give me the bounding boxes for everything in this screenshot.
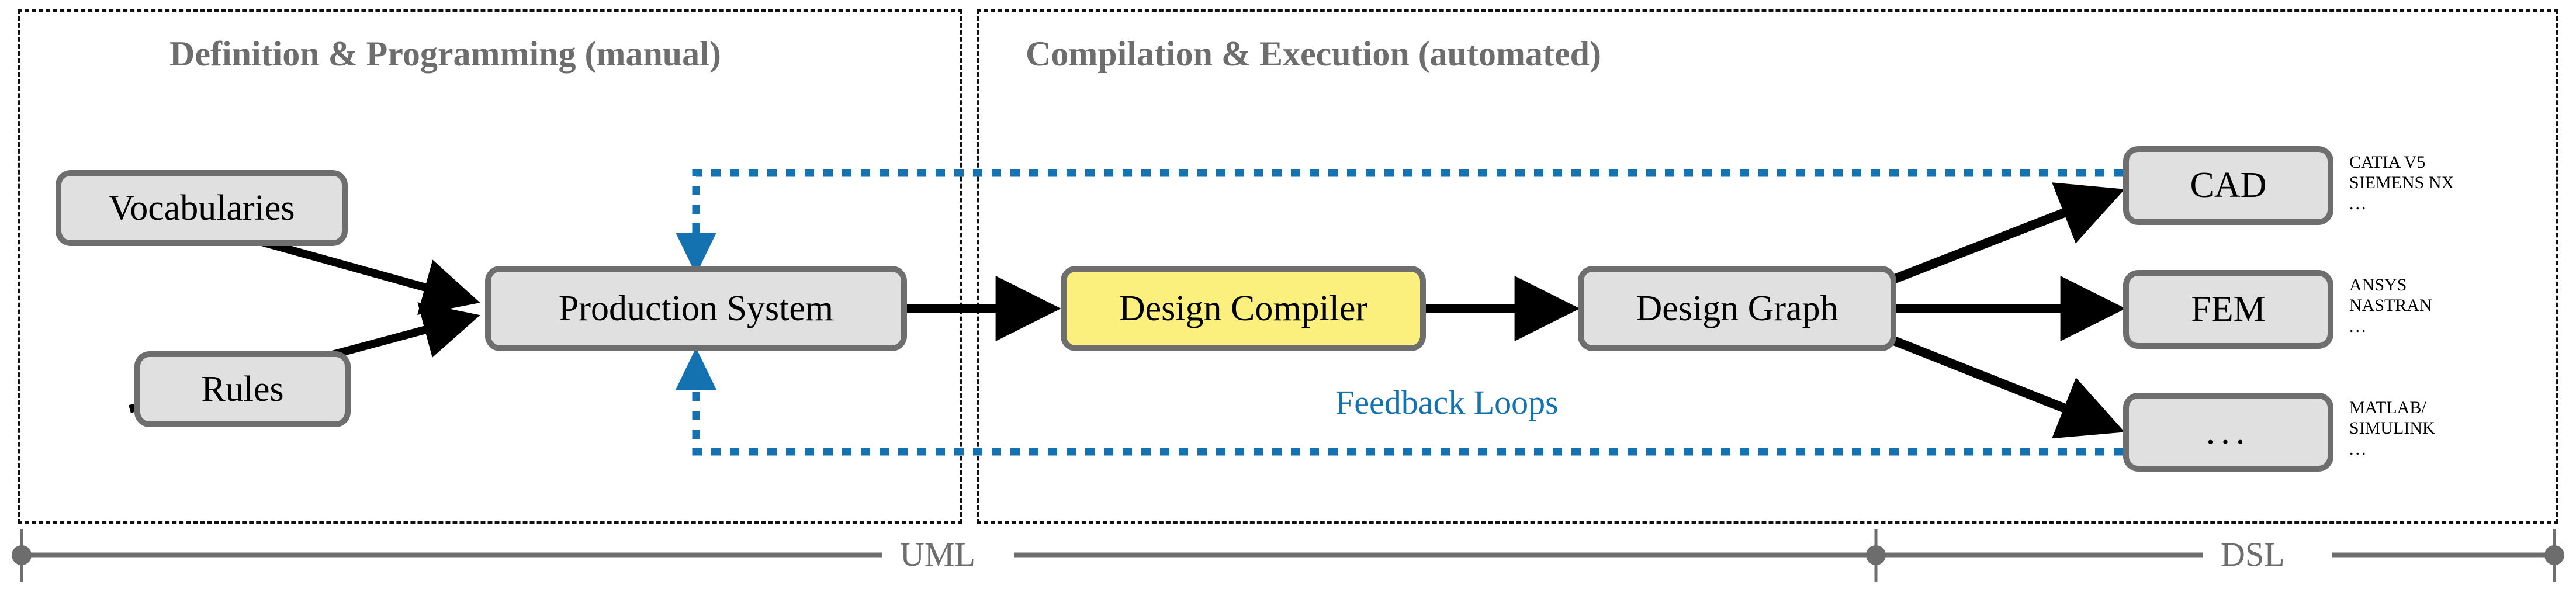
node-vocabularies[interactable]: Vocabularies [56,170,348,246]
feedback-loops-label: Feedback Loops [1335,383,1559,421]
feedback-loop-top [692,169,2123,234]
scale-label-dsl: DSL [2221,535,2285,573]
annotation-cad-tools: CATIA V5 SIEMENS NX ... [2349,152,2454,214]
node-rules-label: Rules [201,369,284,409]
feedback-loop-bottom [692,389,2123,456]
annotation-cad-line3: ... [2349,193,2368,213]
feedback-arrow-bottom [676,348,716,390]
node-cad-label: CAD [2190,165,2267,205]
node-design-compiler[interactable]: Design Compiler [1061,266,1426,351]
annotation-other-line3: ... [2349,439,2368,459]
annotation-fem-line2: NASTRAN [2349,296,2432,316]
phase-container-compilation [977,9,2558,524]
annotation-fem-line1: ANSYS [2349,275,2407,295]
annotation-other-line2: SIMULINK [2349,418,2435,438]
node-fem[interactable]: FEM [2123,270,2333,349]
node-design-compiler-label: Design Compiler [1119,288,1368,328]
node-cad[interactable]: CAD [2123,146,2333,225]
scale-dot-left [12,545,32,565]
scale-label-uml: UML [900,535,975,573]
node-fem-label: FEM [2191,289,2266,329]
annotation-other-line1: MATLAB/ [2349,398,2426,417]
node-vocabularies-label: Vocabularies [108,188,295,228]
phase-title-definition: Definition & Programming (manual) [169,34,721,73]
feedback-arrow-top [676,233,716,275]
node-production-system[interactable]: Production System [485,266,907,351]
annotation-cad-line1: CATIA V5 [2349,153,2426,172]
node-other[interactable]: ... [2123,393,2333,472]
node-design-graph[interactable]: Design Graph [1578,266,1896,351]
scale-dot-middle [1866,545,1886,565]
node-other-label: ... [2205,412,2251,452]
scale-dot-right [2544,545,2564,565]
node-design-graph-label: Design Graph [1636,288,1838,328]
node-production-system-label: Production System [558,288,834,328]
annotation-fem-tools: ANSYS NASTRAN ... [2349,275,2432,337]
annotation-fem-line3: ... [2349,316,2368,336]
phase-title-compilation: Compilation & Execution (automated) [1026,34,1601,73]
node-rules[interactable]: Rules [134,351,351,427]
annotation-cad-line2: SIEMENS NX [2349,173,2454,193]
annotation-other-tools: MATLAB/ SIMULINK ... [2349,397,2435,459]
phase-container-definition [18,9,962,524]
